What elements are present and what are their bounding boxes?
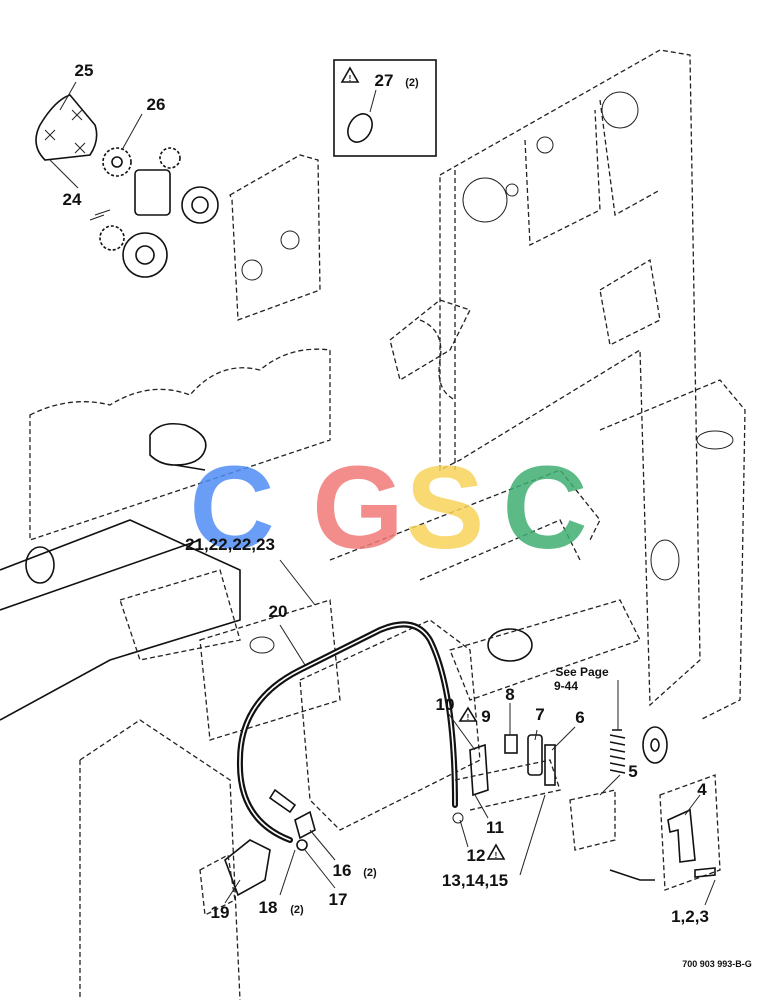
callout-4: 4	[697, 780, 707, 799]
hydraulic-hose	[236, 621, 458, 843]
warning-triangles: ! !	[458, 706, 506, 860]
svg-text:!: !	[349, 74, 352, 83]
callout-11: 11	[486, 818, 504, 837]
drawing-number: 700 903 993-B-G	[682, 959, 752, 969]
callout-18: 18	[259, 898, 278, 917]
callout-12: 12	[467, 846, 486, 865]
spring-lever	[569, 680, 721, 891]
valve-parts	[452, 734, 561, 824]
callout-16-qty: (2)	[363, 867, 377, 879]
callout-20: 20	[269, 602, 288, 621]
watermark-letter-g: G	[312, 442, 404, 574]
callout-25: 25	[75, 61, 94, 80]
hose-bracket	[199, 788, 316, 916]
svg-text:!: !	[467, 713, 470, 722]
o-ring-inset: !	[333, 59, 437, 157]
leader-lines	[49, 81, 716, 906]
callout-6: 6	[575, 708, 584, 727]
watermark-letter-c1: C	[189, 442, 274, 574]
frame-upright	[389, 49, 746, 721]
watermark-letter-s: S	[406, 442, 485, 574]
callout-27: 27	[375, 71, 394, 90]
sprocket-assembly	[35, 94, 321, 321]
callout-24: 24	[63, 190, 82, 209]
watermark-letter-c2: C	[502, 442, 587, 574]
side-sheet	[29, 348, 331, 541]
see-page-ref: 9-44	[554, 679, 578, 693]
see-page-label: See Page	[555, 665, 609, 679]
callout-8: 8	[505, 685, 514, 704]
callout-7: 7	[535, 705, 544, 724]
callout-10: 10	[436, 695, 455, 714]
callout-27-qty: (2)	[405, 77, 419, 89]
callout-1-2-3: 1,2,3	[671, 907, 709, 926]
callout-16: 16	[333, 861, 352, 880]
callout-13-14-15: 13,14,15	[442, 871, 508, 890]
callout-18-qty: (2)	[290, 904, 304, 916]
callout-5: 5	[628, 762, 637, 781]
callout-26: 26	[147, 95, 166, 114]
callout-21-22-23: 21,22,22,23	[185, 535, 275, 554]
lower-frame	[0, 469, 641, 1000]
callout-9: 9	[481, 707, 490, 726]
callout-17: 17	[329, 890, 348, 909]
watermark-logo: C G S C	[189, 442, 587, 574]
svg-text:!: !	[495, 851, 498, 860]
callouts: 25 26 24 27 (2) 21,22,22,23 20 See Page …	[63, 61, 752, 969]
callout-19: 19	[211, 903, 230, 922]
